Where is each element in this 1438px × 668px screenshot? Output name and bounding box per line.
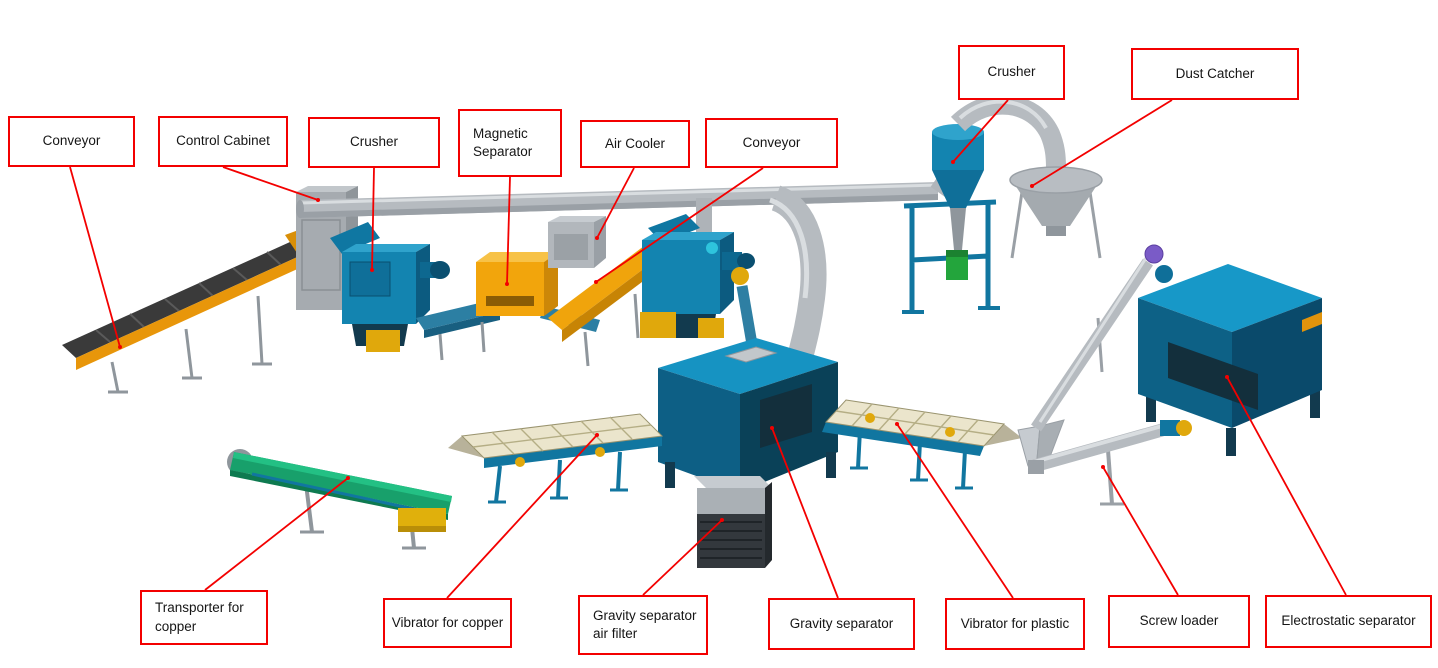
callout-crusher-1: Crusher [308, 117, 440, 168]
leader-line [595, 167, 764, 283]
air-filter-illustration [694, 476, 772, 568]
crusher-2-illustration [640, 214, 755, 338]
vibrator-plastic-illustration [822, 399, 1022, 490]
callout-label: Gravity separator air filter [593, 607, 697, 641]
callout-control-cabinet: Control Cabinet [158, 116, 288, 167]
callout-vibrator-for-copper: Vibrator for copper [383, 598, 512, 648]
leader-line [952, 99, 1009, 163]
leader-line [771, 427, 839, 599]
callout-magnetic-separator: Magnetic Separator [458, 109, 562, 177]
leader-line [896, 423, 1014, 599]
callout-air-cooler: Air Cooler [580, 120, 690, 168]
callout-label: Crusher [349, 134, 398, 150]
gravity-separator-illustration [658, 338, 838, 518]
conveyor-2-illustration [548, 240, 666, 367]
callout-label: Crusher [987, 64, 1036, 80]
callout-conveyor-2: Conveyor [705, 118, 838, 168]
callout-gravity-separator: Gravity separator [768, 598, 915, 650]
leader-line [506, 176, 511, 285]
callout-transporter-for-copper: Transporter for copper [140, 590, 268, 645]
magnetic-separator-illustration [476, 252, 600, 332]
callout-conveyor-1: Conveyor [8, 116, 135, 167]
leader-dots [118, 160, 1229, 522]
leader-line [1226, 376, 1347, 596]
callout-dust-catcher: Dust Catcher [1131, 48, 1299, 100]
callout-label: Control Cabinet [176, 133, 270, 149]
callout-label: Conveyor [42, 133, 101, 149]
leader-line [1031, 99, 1173, 187]
leader-line [222, 166, 319, 201]
callout-crusher-top: Crusher [958, 45, 1065, 100]
callout-vibrator-for-plastic: Vibrator for plastic [945, 598, 1085, 650]
leader-line [596, 167, 635, 239]
leader-line [1102, 466, 1179, 596]
crusher-1-illustration [330, 222, 450, 352]
callout-label: Vibrator for copper [391, 614, 504, 630]
callout-gravity-separator-air-filter: Gravity separator air filter [578, 595, 708, 655]
leader-line [371, 167, 375, 271]
top-crusher-illustration [932, 124, 984, 280]
callout-label: Dust Catcher [1175, 65, 1255, 81]
air-cooler-illustration [548, 216, 606, 268]
dust-catcher-illustration [950, 94, 1103, 259]
conveyor-1-illustration [62, 222, 332, 394]
leader-line [642, 519, 723, 596]
callout-label: Screw loader [1139, 613, 1219, 629]
callout-label: Air Cooler [604, 135, 666, 151]
electrostatic-separator-illustration [1138, 264, 1322, 456]
overhead-pipe-illustration [296, 152, 970, 242]
screw-loader-upper-illustration [1031, 244, 1164, 432]
copper-transporter-illustration [227, 449, 452, 550]
callout-label: Conveyor [742, 134, 801, 150]
callout-label: Electrostatic separator [1281, 613, 1416, 629]
vibrator-copper-illustration [448, 413, 664, 504]
callout-label: Magnetic Separator [473, 125, 533, 159]
leader-line [69, 166, 121, 348]
callout-electrostatic-separator: Electrostatic separator [1265, 595, 1432, 648]
callout-label: Vibrator for plastic [960, 615, 1070, 631]
leader-lines [69, 99, 1347, 599]
leader-line [204, 477, 349, 591]
screw-loader-lower-illustration [1028, 420, 1192, 506]
support-stand-illustration [902, 199, 1000, 314]
callout-label: Transporter for copper [155, 600, 244, 634]
callout-screw-loader: Screw loader [1108, 595, 1250, 648]
leader-line [446, 434, 598, 599]
down-pipe-illustration [769, 185, 827, 369]
callout-label: Gravity separator [789, 615, 894, 631]
